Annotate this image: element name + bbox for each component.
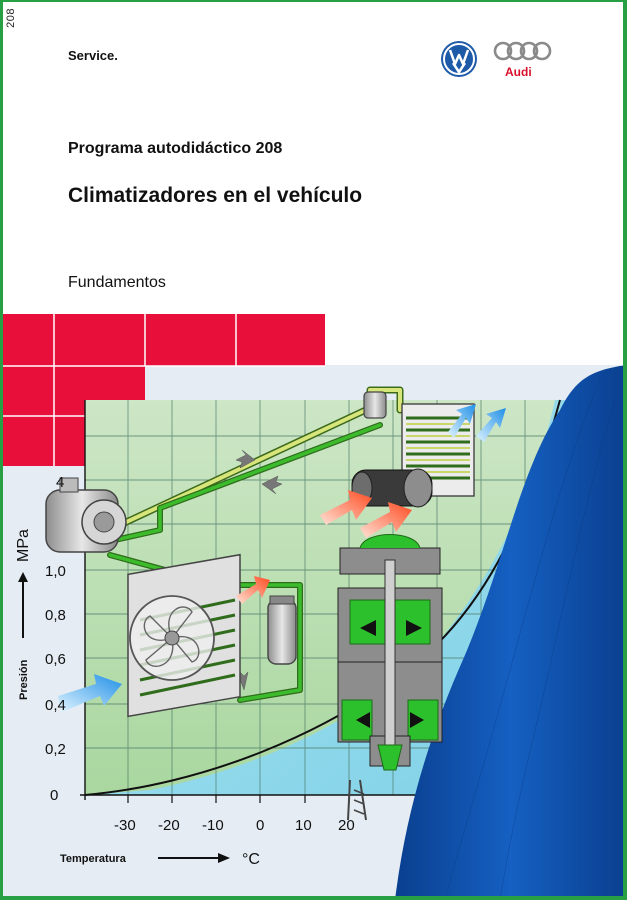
x-axis-ticks: -30 -20 -10 0 10 20: [114, 817, 355, 834]
service-label: Service.: [68, 48, 118, 63]
x-tick-label: -20: [158, 817, 180, 834]
expansion-valve-icon: [363, 391, 387, 419]
y-axis-title: Presión: [18, 659, 30, 700]
page-border-right: [623, 0, 627, 900]
audi-wordmark: Audi: [505, 65, 532, 79]
compressor-icon: [45, 477, 127, 553]
receiver-dryer-icon: [267, 595, 297, 665]
y-tick-label: 0: [50, 787, 58, 804]
red-grid-block: [3, 314, 325, 466]
page-border-top: [0, 0, 627, 2]
vw-logo-icon: [441, 41, 477, 77]
y-tick-label: 0,8: [45, 607, 66, 624]
x-tick-label: 0: [256, 817, 264, 834]
x-tick-label: -10: [202, 817, 224, 834]
audi-logo-icon: Audi: [493, 41, 552, 79]
y-axis-unit: MPa: [15, 529, 32, 562]
x-tick-label: 20: [338, 817, 355, 834]
x-axis-arrowhead: [218, 853, 230, 863]
page-title: Climatizadores en el vehículo: [68, 184, 363, 207]
series-label: Programa autodidáctico 208: [68, 140, 283, 157]
x-axis-unit: °C: [242, 851, 260, 868]
x-axis-title: Temperatura: [60, 853, 127, 865]
page-subtitle: Fundamentos: [68, 274, 166, 291]
y-tick-label: 0,4: [45, 697, 66, 714]
x-tick-label: -30: [114, 817, 136, 834]
airflow-arrows: [58, 404, 506, 712]
blue-band: [395, 365, 627, 900]
y-tick-label: 0,6: [45, 651, 66, 668]
y-tick-label: 0,2: [45, 741, 66, 758]
y-tick-label: 4: [56, 474, 64, 491]
y-axis-ticks: 0 0,2 0,4 0,6 0,8 1,0 4: [45, 474, 66, 804]
x-tick-label: 10: [295, 817, 312, 834]
condenser-icon: [127, 553, 241, 718]
y-axis-label: Presión MPa: [15, 529, 32, 700]
valve-cross-section-icon: [337, 534, 443, 821]
refrigerant-pipes: [107, 386, 404, 703]
blower-icon: [351, 468, 433, 508]
y-axis-arrowhead: [18, 572, 28, 582]
y-tick-label: 1,0: [45, 563, 66, 580]
